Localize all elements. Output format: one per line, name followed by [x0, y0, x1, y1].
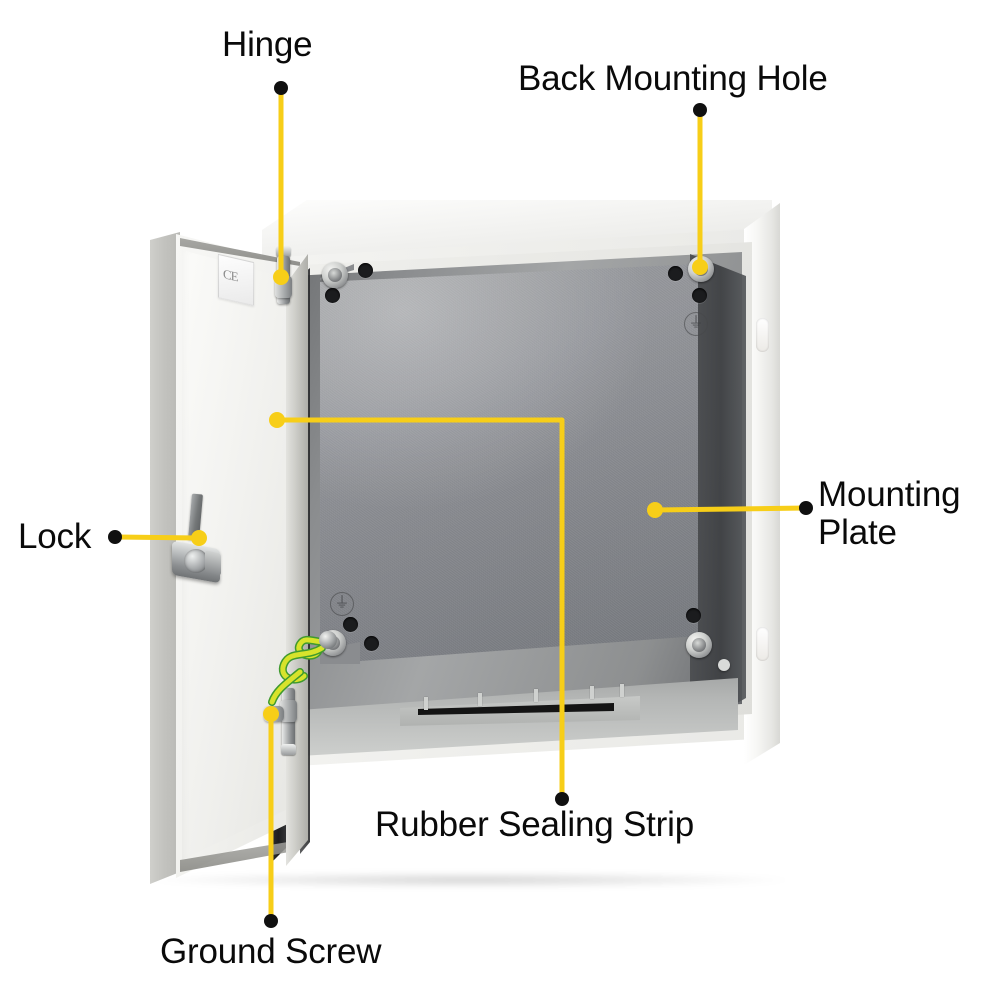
mounting-plate-hole	[692, 288, 707, 303]
mounting-plate-hole	[325, 288, 340, 303]
gland-clip	[590, 686, 594, 699]
callout-label-hinge: Hinge	[222, 25, 313, 64]
lock-nut[interactable]	[184, 549, 208, 573]
callout-label-mounting-plate: Mounting Plate	[818, 476, 993, 552]
back-mounting-stud	[322, 262, 348, 288]
mounting-plate-hole	[668, 266, 683, 281]
mounting-plate-hole	[686, 608, 701, 623]
callout-label-mounting-plate-line2: Plate	[818, 512, 897, 552]
mounting-plate-hole	[358, 263, 373, 278]
mounting-plate-hole	[718, 659, 730, 671]
back-mounting-stud	[686, 632, 712, 658]
wall-slot	[756, 627, 769, 661]
callout-label-back-mounting-hole: Back Mounting Hole	[518, 59, 828, 98]
callout-label-lock: Lock	[18, 517, 92, 556]
hinge-cap-top	[276, 246, 291, 257]
wall-slot	[756, 318, 769, 352]
callout-label-ground-screw: Ground Screw	[160, 932, 382, 971]
contact-shadow	[150, 872, 790, 888]
earth-symbol: ⏚	[684, 312, 708, 336]
gland-clip	[620, 684, 624, 697]
callout-label-mounting-plate-line1: Mounting	[818, 475, 961, 514]
callout-label-rubber-sealing-strip: Rubber Sealing Strip	[375, 805, 694, 844]
